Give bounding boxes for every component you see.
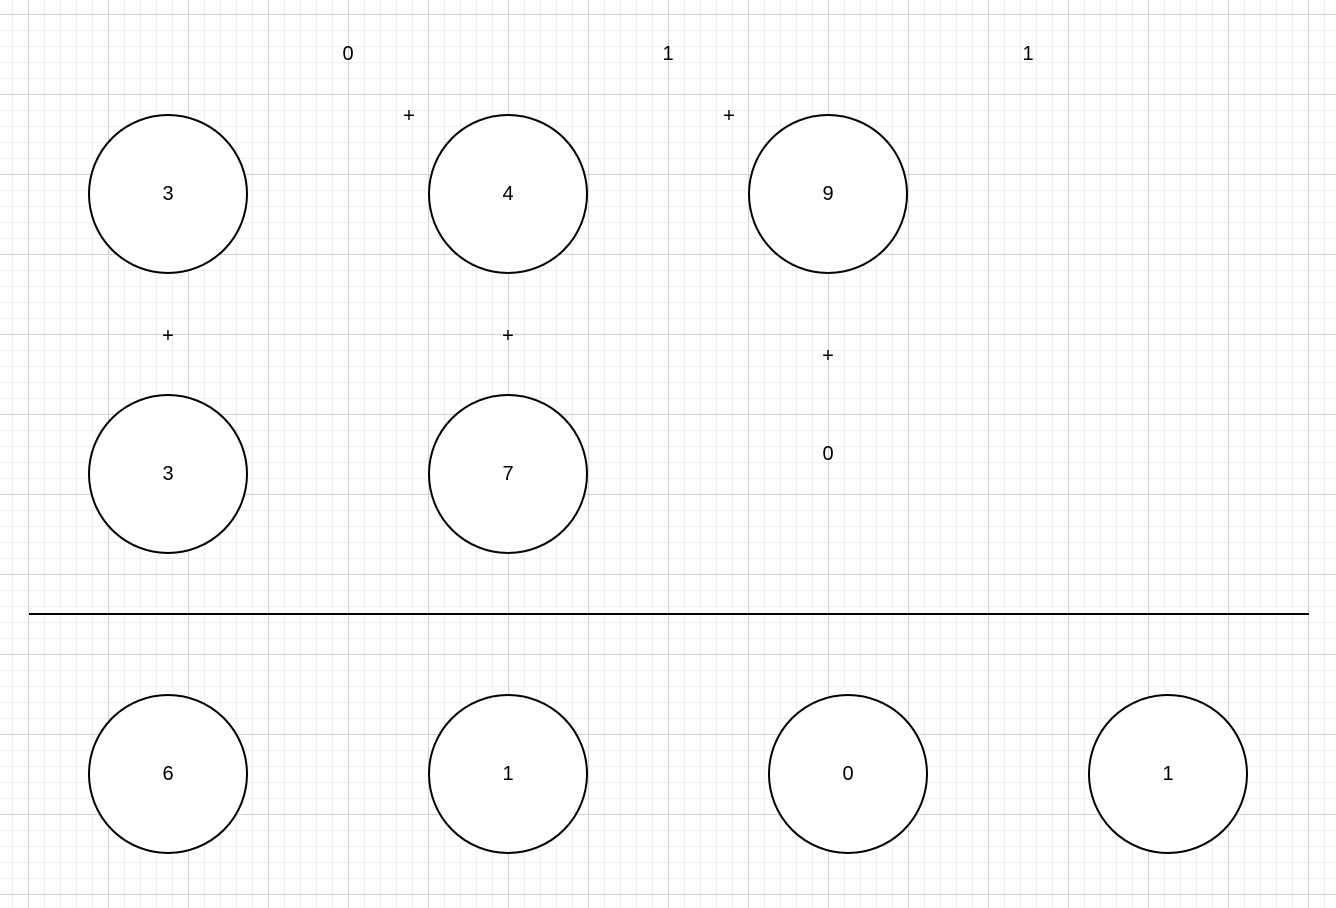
digit-label-row2[interactable]: 0 [822,443,834,465]
digit-node-row2[interactable]: 3 [88,394,248,554]
plus-sign[interactable]: + [822,345,834,367]
plus-sign[interactable]: + [403,105,415,127]
digit-node-row1[interactable]: 4 [428,114,588,274]
carry-label[interactable]: 0 [342,43,354,65]
carry-label[interactable]: 1 [662,43,674,65]
plus-sign[interactable]: + [162,325,174,347]
plus-sign[interactable]: + [502,325,514,347]
plus-sign[interactable]: + [723,105,735,127]
digit-node-row1[interactable]: 9 [748,114,908,274]
carry-label[interactable]: 1 [1022,43,1034,65]
result-node[interactable]: 6 [88,694,248,854]
sum-divider-line[interactable] [29,613,1309,615]
result-node[interactable]: 0 [768,694,928,854]
result-node[interactable]: 1 [428,694,588,854]
result-node[interactable]: 1 [1088,694,1248,854]
digit-node-row1[interactable]: 3 [88,114,248,274]
digit-node-row2[interactable]: 7 [428,394,588,554]
